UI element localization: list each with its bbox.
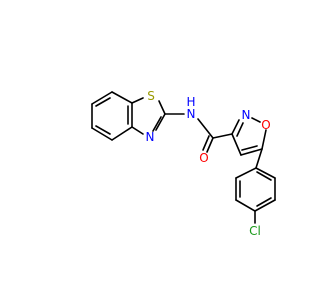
bond — [251, 117, 261, 123]
bond — [235, 199, 256, 212]
bond — [111, 126, 133, 141]
bond — [255, 148, 263, 169]
bond — [111, 91, 133, 104]
bond — [235, 167, 257, 179]
bond-double-inner — [95, 97, 111, 107]
bond — [261, 129, 267, 150]
isoxazole-oxygen-label: O — [261, 118, 270, 132]
bond — [155, 113, 166, 131]
bond-double-inner — [236, 122, 244, 137]
bond-double-inner — [256, 197, 272, 207]
bond — [197, 118, 214, 139]
bond — [91, 91, 113, 105]
bond — [254, 199, 276, 212]
carbonyl-oxygen-label: O — [199, 151, 208, 165]
bond — [240, 148, 263, 156]
bond-double-inner — [256, 171, 272, 181]
bond-lines — [91, 91, 276, 224]
bond — [255, 167, 276, 179]
amide-hydrogen-label: H — [186, 95, 195, 109]
bond-double-inner — [241, 145, 258, 151]
chlorine-atom-label: Cl — [249, 224, 261, 238]
bond-double-inner — [152, 116, 162, 132]
thiazole-nitrogen-label: N — [146, 130, 155, 144]
bond — [206, 137, 214, 153]
chemical-structure-diagram: S N N H N O O Cl — [91, 89, 276, 238]
bond — [212, 133, 233, 139]
bond — [131, 126, 144, 135]
bond — [131, 97, 144, 104]
bond-double-inner — [95, 125, 111, 135]
sulfur-atom-label: S — [147, 89, 155, 103]
atom-labels: S N N H N O O Cl — [146, 89, 271, 238]
bond — [202, 135, 210, 151]
bond — [231, 133, 242, 156]
isoxazole-nitrogen-label: N — [242, 108, 251, 122]
bond — [158, 100, 166, 115]
amide-nitrogen-label: N — [187, 107, 196, 121]
bond — [231, 119, 240, 135]
bond — [91, 127, 113, 141]
